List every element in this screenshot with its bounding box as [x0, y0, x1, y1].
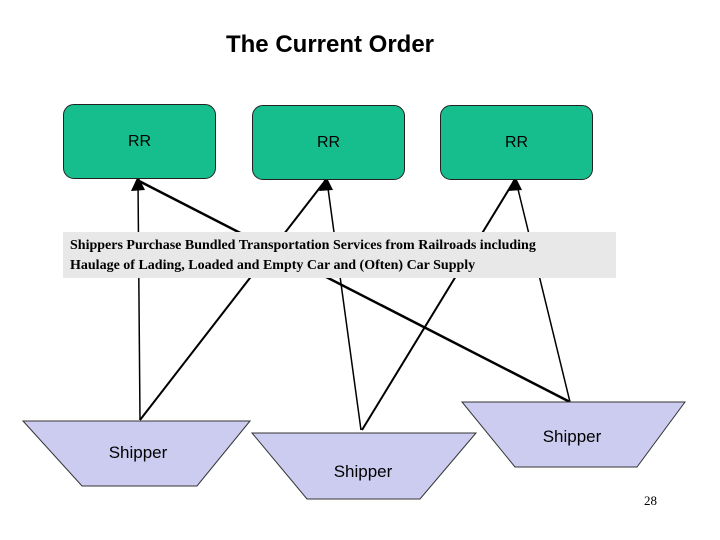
- arrowhead-rr2-icon: [319, 176, 333, 191]
- connection-line-shipper3-rr1: [138, 179, 571, 404]
- railroad-1-label: RR: [127, 132, 152, 150]
- banner-line-1: Shippers Purchase Bundled Transportation…: [70, 238, 536, 253]
- shipper-2-label: Shipper: [333, 462, 393, 481]
- arrowhead-rr3-icon: [508, 176, 522, 191]
- shipper-1-label: Shipper: [108, 443, 168, 462]
- connection-line-shipper1-rr1: [137, 180, 141, 421]
- arrowhead-rr1-icon: [131, 176, 145, 191]
- shipper-3-shape: [460, 401, 686, 468]
- railroad-box-2: RR: [252, 105, 405, 180]
- connection-line-shipper1-rr2: [139, 180, 326, 421]
- railroad-2-label: RR: [316, 133, 341, 151]
- banner-line-2: Haulage of Lading, Loaded and Empty Car …: [70, 258, 476, 273]
- shipper-1-shape: [21, 420, 252, 487]
- slide-title: The Current Order: [225, 31, 435, 58]
- shipper-2-shape: [250, 432, 478, 500]
- connection-line-shipper2-rr2: [326, 180, 362, 431]
- banner-text-box: Shippers Purchase Bundled Transportation…: [63, 232, 616, 278]
- page-number: 28: [644, 493, 657, 508]
- shipper-3-label: Shipper: [542, 427, 602, 446]
- connection-line-shipper3-rr3: [515, 180, 571, 403]
- railroad-box-3: RR: [440, 105, 593, 180]
- railroad-3-label: RR: [504, 133, 529, 151]
- connection-line-shipper2-rr3: [361, 180, 515, 431]
- railroad-box-1: RR: [63, 104, 216, 179]
